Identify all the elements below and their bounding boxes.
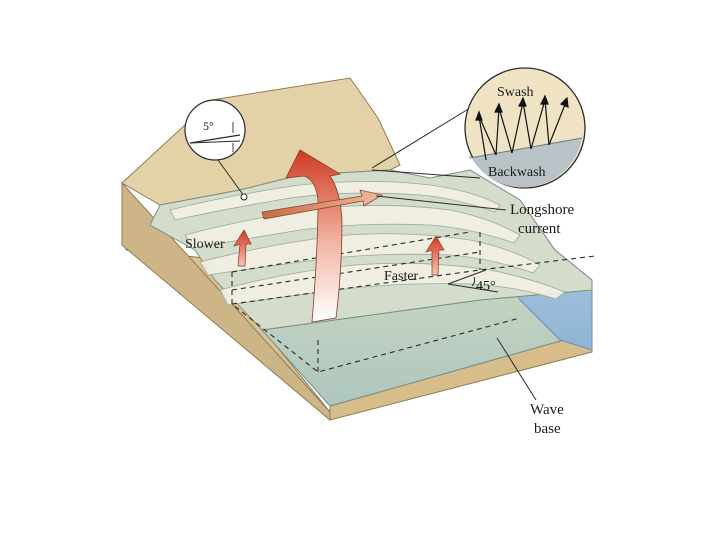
- angle-45-marker: [447, 269, 499, 293]
- wave-crests: [169, 181, 566, 306]
- wave-base-label: Wave: [530, 402, 564, 418]
- slower-arrow: [233, 229, 252, 267]
- swash-inset: [371, 67, 586, 189]
- angle-45-label: 45°: [476, 279, 496, 294]
- faster-arrow: [425, 235, 445, 276]
- slower-label: Slower: [185, 237, 225, 252]
- longshore-label-line2: current: [518, 221, 561, 237]
- leader-lines: [375, 195, 537, 401]
- slope-inset: [184, 99, 248, 201]
- angle-5-label: 5°: [203, 119, 214, 133]
- faster-label: Faster: [384, 269, 419, 284]
- backwash-label: Backwash: [488, 165, 546, 180]
- swash-arrows: [475, 94, 569, 161]
- longshore-label: Longshore: [510, 202, 574, 218]
- wave-base-label-line2: base: [534, 421, 561, 437]
- swash-label: Swash: [497, 85, 534, 100]
- wave-direction-arrow: [285, 149, 343, 323]
- longshore-current-arrow: [261, 189, 384, 220]
